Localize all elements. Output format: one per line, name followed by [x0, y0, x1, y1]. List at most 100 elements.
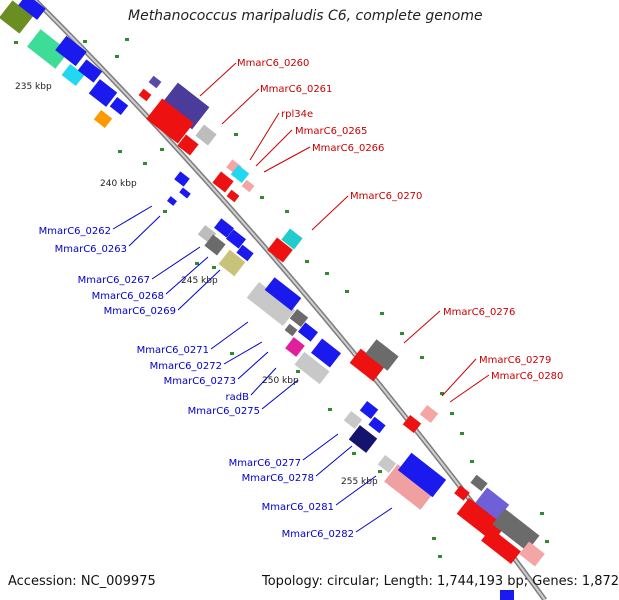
tick-mark	[345, 290, 349, 293]
gene-label: MmarC6_0277	[229, 458, 301, 469]
gene-label: MmarC6_0272	[150, 361, 222, 372]
gene-feature	[365, 339, 399, 371]
gene-label: MmarC6_0270	[350, 191, 422, 202]
gene-label: radB	[226, 392, 250, 403]
tick-mark	[83, 40, 87, 43]
gene-label: MmarC6_0275	[188, 406, 260, 417]
tick-mark	[305, 260, 309, 263]
leader-line	[210, 321, 249, 350]
gene-feature	[226, 189, 240, 203]
leader-line	[128, 215, 161, 247]
map-title: Methanococcus maripaludis C6, complete g…	[128, 8, 483, 24]
leader-line	[335, 475, 377, 506]
gene-label: MmarC6_0266	[312, 143, 384, 154]
gene-feature	[519, 541, 545, 567]
gene-feature	[109, 96, 129, 116]
gene-feature	[294, 351, 330, 385]
tick-label: 245 kbp	[181, 276, 218, 286]
gene-feature	[492, 508, 540, 552]
tick-mark	[296, 370, 300, 373]
tick-mark	[163, 210, 167, 213]
gene-feature	[167, 196, 177, 206]
gene-feature	[226, 229, 246, 249]
gene-label: MmarC6_0267	[78, 275, 150, 286]
gene-feature	[160, 82, 210, 130]
tick-label: 240 kbp	[100, 179, 137, 189]
gene-feature	[267, 237, 293, 263]
tick-mark	[143, 162, 147, 165]
gene-feature	[230, 164, 250, 184]
gene-feature	[146, 98, 194, 144]
gene-label: MmarC6_0271	[137, 345, 209, 356]
gene-feature	[212, 171, 234, 193]
accession-text: Accession: NC_009975	[8, 574, 156, 589]
gene-feature	[359, 400, 379, 420]
gene-feature	[179, 187, 191, 199]
gene-feature	[298, 322, 318, 342]
gene-label: MmarC6_0265	[295, 126, 367, 137]
forward-gene-labels: MmarC6_0260 MmarC6_0261 rpl34e MmarC6_02…	[237, 58, 563, 382]
gene-feature	[218, 249, 246, 277]
reverse-gene-labels: MmarC6_0262 MmarC6_0263 MmarC6_0267 Mmar…	[39, 226, 354, 540]
tick-mark	[400, 332, 404, 335]
gene-feature	[474, 487, 510, 521]
gene-feature	[264, 277, 302, 311]
leader-line	[165, 256, 209, 295]
tick-mark	[438, 555, 442, 558]
gene-feature	[500, 590, 514, 600]
leader-line	[311, 195, 349, 231]
tick-mark	[325, 272, 329, 275]
genome-summary: Topology: circular; Length: 1,744,193 bp…	[262, 574, 619, 589]
leader-line	[315, 445, 353, 477]
genome-map: 235 kbp 240 kbp 245 kbp 250 kbp 255 kbp	[0, 0, 563, 600]
gene-label: MmarC6_0269	[104, 306, 176, 317]
gene-feature	[470, 474, 488, 492]
tick-mark	[195, 262, 199, 265]
gene-feature	[27, 29, 69, 69]
gene-feature	[61, 63, 85, 87]
gene-feature	[343, 410, 363, 430]
gene-label: MmarC6_0280	[491, 371, 563, 382]
tick-mark	[545, 540, 549, 543]
leader-line	[441, 358, 477, 397]
tick-mark	[115, 55, 119, 58]
gene-feature	[481, 527, 521, 565]
gene-feature	[284, 323, 298, 337]
gene-feature	[77, 59, 103, 83]
tick-mark	[285, 210, 289, 213]
tick-mark	[378, 470, 382, 473]
leader-line	[199, 62, 237, 97]
leader-line	[302, 433, 339, 461]
label-leaders	[112, 62, 490, 533]
gene-feature	[148, 75, 162, 89]
gene-label: MmarC6_0282	[282, 529, 354, 540]
tick-label: 250 kbp	[262, 376, 299, 386]
tick-mark	[440, 392, 444, 395]
tick-mark	[450, 412, 454, 415]
tick-mark	[432, 537, 436, 540]
gene-feature	[454, 485, 470, 501]
leader-line	[223, 341, 263, 365]
tick-label: 235 kbp	[15, 82, 52, 92]
tick-mark	[470, 460, 474, 463]
leader-line	[263, 146, 311, 173]
gene-feature	[289, 308, 309, 328]
tick-mark	[230, 352, 234, 355]
gene-label: MmarC6_0260	[237, 58, 309, 69]
leader-line	[261, 379, 299, 410]
leader-line	[250, 367, 277, 396]
gene-label: MmarC6_0273	[164, 376, 236, 387]
tick-mark	[260, 196, 264, 199]
gene-feature	[236, 244, 254, 262]
gene-feature	[246, 281, 296, 327]
tick-mark	[14, 41, 18, 44]
gene-feature	[377, 454, 397, 474]
gene-label: MmarC6_0281	[262, 502, 334, 513]
gene-feature	[402, 414, 422, 434]
gene-label: rpl34e	[281, 109, 313, 120]
gene-label: MmarC6_0263	[55, 244, 127, 255]
gene-feature	[55, 35, 87, 67]
gene-feature	[384, 464, 434, 510]
leader-line	[237, 351, 269, 380]
tick-mark	[420, 356, 424, 359]
